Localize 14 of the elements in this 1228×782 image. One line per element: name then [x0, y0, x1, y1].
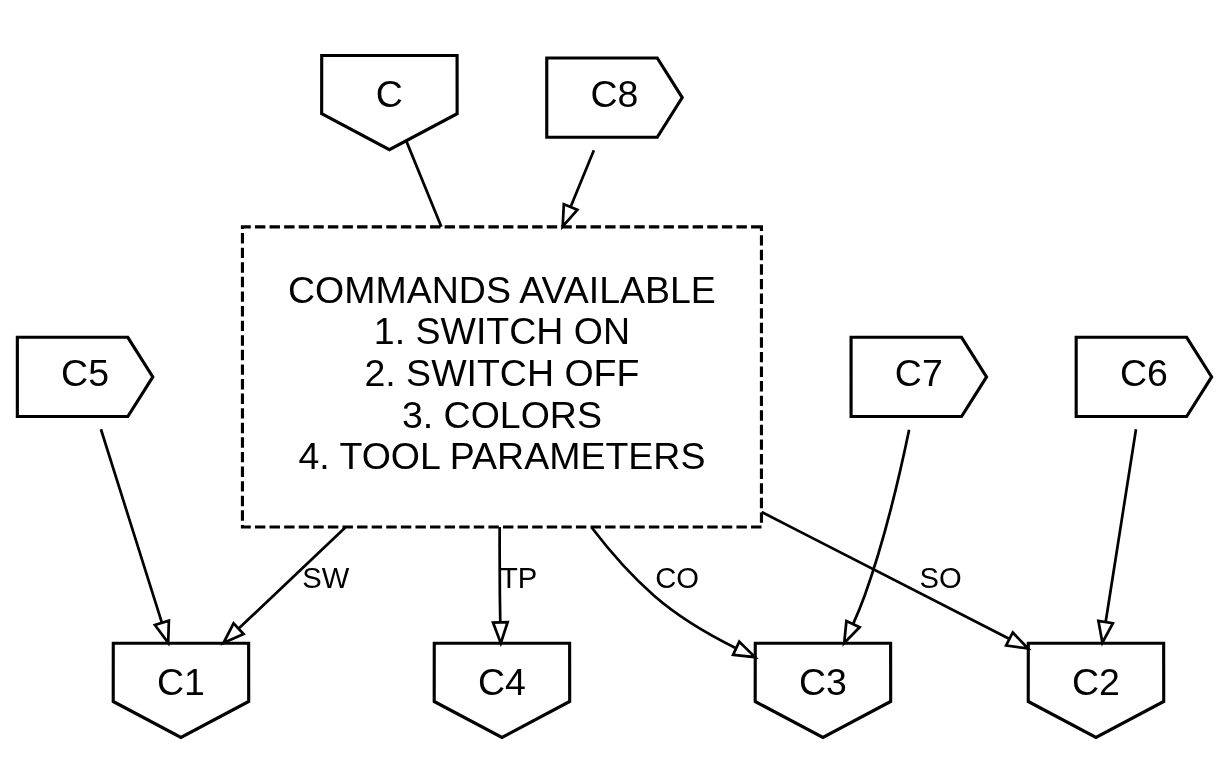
- connector: [404, 139, 443, 227]
- arrow: [760, 510, 1032, 650]
- edge-label: TP: [499, 561, 537, 594]
- arrow: [1096, 428, 1137, 647]
- arrow: [220, 526, 346, 646]
- edge-label: CO: [654, 561, 699, 594]
- arrow: [841, 429, 910, 647]
- edge-label: SW: [301, 561, 349, 594]
- arrow: [590, 526, 759, 659]
- arrow: [560, 149, 595, 230]
- arrow: [490, 526, 509, 647]
- node-box: COMMANDS AVAILABLE 1. SWITCH ON 2. SWITCH OFF 3. COLORS 4. TOOL PARAMETERS: [240, 224, 763, 529]
- edge-label: SO: [919, 561, 962, 594]
- arrow: [99, 428, 170, 647]
